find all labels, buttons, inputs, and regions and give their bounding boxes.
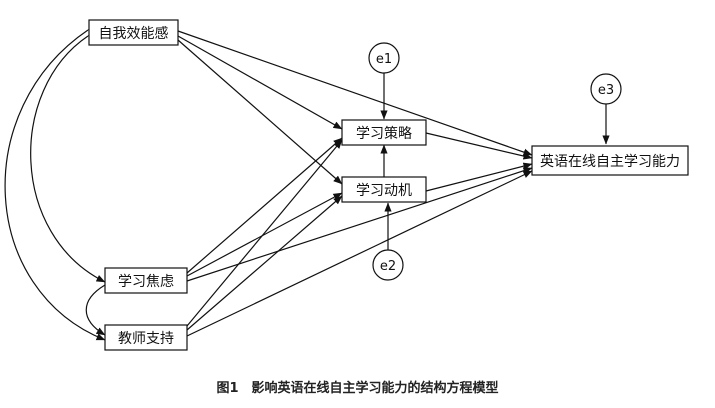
path-teacher-to-strategy: [186, 139, 343, 327]
path-self-efficacy-to-motivation: [177, 39, 343, 185]
error-label-e3: e3: [598, 83, 614, 98]
node-label-outcome: 英语在线自主学习能力: [540, 153, 680, 170]
node-box-strategy: [341, 119, 427, 146]
path-anxiety-to-motivation: [186, 192, 343, 277]
node-box-teacher: [104, 324, 188, 351]
figure-caption: 图1 影响英语在线自主学习能力的结构方程模型: [216, 381, 499, 396]
node-box-anxiety: [104, 267, 188, 294]
node-box-self-efficacy: [88, 19, 179, 46]
node-label-motivation: 学习动机: [356, 183, 412, 199]
node-box-motivation: [341, 176, 427, 203]
path-teacher-to-motivation: [186, 195, 343, 331]
node-label-teacher: 教师支持: [118, 331, 174, 347]
path-anxiety-to-strategy: [186, 137, 343, 274]
path-strategy-to-outcome: [425, 132, 533, 160]
covariance-self-efficacy-anxiety: [30, 28, 106, 283]
path-self-efficacy-to-outcome: [177, 30, 533, 156]
node-label-self-efficacy: 自我效能感: [99, 25, 169, 42]
path-teacher-to-outcome: [186, 170, 533, 337]
error-label-e1: e1: [376, 52, 392, 67]
path-motivation-to-outcome: [425, 162, 533, 192]
path-anxiety-to-outcome: [186, 167, 533, 282]
error-circle-e3: [590, 73, 622, 105]
node-label-strategy: 学习策略: [356, 125, 412, 142]
node-box-outcome: [531, 145, 689, 176]
covariance-anxiety-teacher: [85, 277, 115, 336]
node-label-anxiety: 学习焦虑: [118, 274, 174, 290]
covariance-self-efficacy-teacher: [4, 22, 106, 341]
path-self-efficacy-to-strategy: [177, 35, 343, 130]
error-label-e2: e2: [380, 259, 396, 274]
error-circle-e1: [368, 42, 400, 74]
error-circle-e2: [372, 249, 404, 281]
